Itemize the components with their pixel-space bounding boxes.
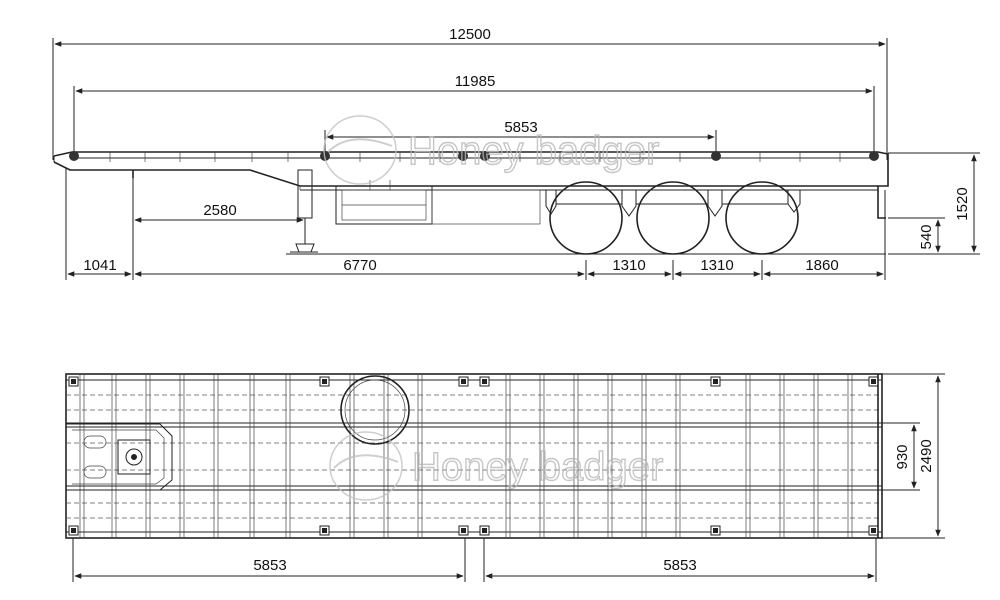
dim-label-beam-width: 930 <box>894 444 911 469</box>
dim-label-overall-length: 12500 <box>449 26 491 43</box>
kingpin-plate <box>66 423 173 491</box>
top-view: 2490 930 5853 5853 <box>65 373 945 582</box>
dim-twistlock-spacing: 5853 <box>324 119 717 152</box>
watermark-upper: Honey badger <box>323 115 660 185</box>
dim-label-front-twistlock-spacing: 5853 <box>253 557 286 574</box>
badger-logo-icon <box>323 115 397 185</box>
watermark-brand-lower: Honey badger <box>412 445 663 489</box>
watermark-brand-upper: Honey badger <box>408 129 659 173</box>
wheel-icon <box>549 181 799 255</box>
dim-bottom-chain: 1041 6770 1310 1310 1860 <box>65 168 886 280</box>
deck-outline <box>65 373 883 539</box>
suspension-hangers <box>545 189 801 217</box>
deck-crossmembers <box>109 152 841 162</box>
dim-label-rear-overhang: 1860 <box>805 257 838 274</box>
dim-label-overall-width: 2490 <box>918 439 935 472</box>
spare-wheel-icon <box>340 375 410 445</box>
dim-label-deck-length: 11985 <box>455 73 496 90</box>
tool-box <box>335 180 541 225</box>
dim-heights: 1520 540 <box>888 152 980 255</box>
dim-label-axle-spacing-2: 1310 <box>700 257 733 274</box>
dim-label-height-lower: 540 <box>918 224 935 249</box>
watermark-lower: Honey badger <box>329 431 664 501</box>
dim-overall-length: 12500 <box>52 26 888 160</box>
landing-gear <box>290 169 318 253</box>
dim-label-twistlock-spacing: 5853 <box>504 119 537 136</box>
dim-top-twistlock-spacings: 5853 5853 <box>72 538 877 582</box>
top-crossmembers <box>79 374 853 538</box>
badger-logo-icon <box>329 431 403 501</box>
dim-label-axle-spacing-1: 1310 <box>612 257 645 274</box>
dim-landing-gear-offset: 2580 <box>134 202 304 223</box>
dim-label-kingpin-to-axle: 6770 <box>343 257 376 274</box>
dim-widths: 2490 930 <box>882 373 945 539</box>
dim-deck-length: 11985 <box>73 73 875 152</box>
dim-label-landing-gear-offset: 2580 <box>203 202 236 219</box>
dim-label-height-total: 1520 <box>954 187 971 220</box>
dim-label-rear-twistlock-spacing: 5853 <box>663 557 696 574</box>
dim-label-front-overhang: 1041 <box>83 257 116 274</box>
